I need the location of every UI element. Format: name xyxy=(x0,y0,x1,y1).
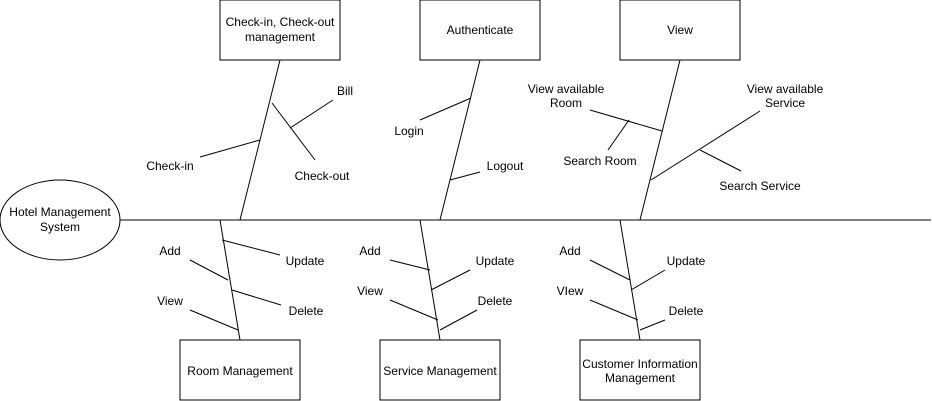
cause-line-room-add xyxy=(189,259,229,281)
root-node xyxy=(0,179,121,261)
bone-room-management xyxy=(219,219,241,341)
category-room-management-label: Room Management xyxy=(187,364,293,378)
cause-line-service-add xyxy=(389,259,431,271)
cause-line-customer-delete xyxy=(639,319,666,331)
subcause-search-room: Search Room xyxy=(563,154,636,168)
cause-line-customer-update xyxy=(630,269,666,291)
subcause-line-search-room xyxy=(607,119,630,151)
subcause-search-service: Search Service xyxy=(719,179,801,193)
cause-line-customer-add xyxy=(589,259,631,281)
cause-service-delete: Delete xyxy=(478,294,513,308)
cause-login: Login xyxy=(394,124,423,138)
subcause-line-search-service xyxy=(699,149,742,172)
cause-service-view: View xyxy=(357,284,383,298)
category-service-management xyxy=(379,339,501,401)
cause-line-view-available-service xyxy=(650,110,761,181)
category-checkin-checkout-label-line1: Check-in, Check-out xyxy=(226,15,335,29)
category-checkin-checkout xyxy=(219,0,341,61)
cause-customer-view: VIew xyxy=(557,284,584,298)
cause-line-customer-view xyxy=(589,299,639,321)
category-customer-information-management xyxy=(579,339,701,401)
category-authenticate-label: Authenticate xyxy=(447,23,514,37)
cause-view-available-service-line1: View available xyxy=(747,82,824,96)
cause-line-room-view xyxy=(189,309,239,331)
cause-line-room-update xyxy=(221,239,281,256)
category-room-management xyxy=(179,339,301,401)
cause-line-service-update xyxy=(430,269,471,291)
category-checkin-checkout-label-line2: management xyxy=(245,30,316,44)
cause-logout: Logout xyxy=(487,159,524,173)
bone-view xyxy=(639,59,681,221)
cause-line-logout xyxy=(449,171,481,181)
root-label-line1: Hotel Management xyxy=(9,205,111,219)
cause-line-checkout xyxy=(271,102,316,161)
cause-service-update: Update xyxy=(476,254,515,268)
cause-room-view: View xyxy=(157,294,183,308)
cause-line-checkin xyxy=(199,139,261,158)
subcause-line-bill xyxy=(289,99,334,129)
cause-customer-delete: Delete xyxy=(669,304,704,318)
cause-room-delete: Delete xyxy=(289,304,324,318)
subcause-bill: Bill xyxy=(337,84,353,98)
cause-customer-update: Update xyxy=(667,254,706,268)
cause-checkin: Check-in xyxy=(146,159,193,173)
category-service-management-label: Service Management xyxy=(383,364,497,378)
category-view-label: View xyxy=(667,23,693,37)
cause-room-add: Add xyxy=(159,244,180,258)
cause-line-login xyxy=(419,97,472,121)
bone-authenticate xyxy=(439,59,481,221)
cause-checkout: Check-out xyxy=(295,169,350,183)
cause-line-view-available-room xyxy=(589,109,663,132)
bone-service-management xyxy=(419,219,441,341)
cause-view-available-service-line2: Service xyxy=(765,96,805,110)
cause-line-room-delete xyxy=(231,289,282,306)
cause-line-service-delete xyxy=(439,309,478,331)
cause-view-available-room-line2: Room xyxy=(550,96,582,110)
cause-view-available-room-line1: View available xyxy=(528,82,605,96)
category-customer-information-label-line2: Management xyxy=(605,371,676,385)
cause-customer-add: Add xyxy=(559,244,580,258)
cause-room-update: Update xyxy=(286,254,325,268)
cause-service-add: Add xyxy=(359,244,380,258)
cause-line-service-view xyxy=(389,299,439,321)
root-label-line2: System xyxy=(40,220,80,234)
category-customer-information-label-line1: Customer Information xyxy=(582,357,697,371)
